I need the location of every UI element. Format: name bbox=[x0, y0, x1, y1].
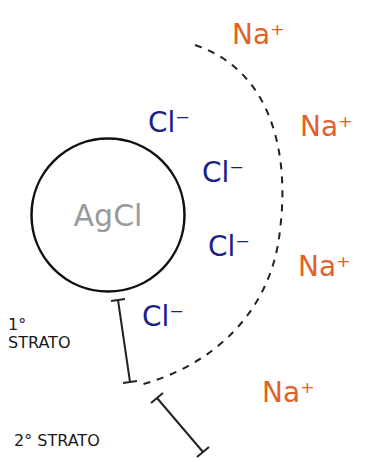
sodium-ion: Na⁺ bbox=[232, 20, 285, 51]
chloride-ion: Cl⁻ bbox=[148, 108, 190, 139]
sodium-ion: Na⁺ bbox=[298, 252, 351, 283]
particle-circle: AgCl bbox=[30, 137, 186, 293]
layer-label: 1° STRATO bbox=[8, 316, 84, 351]
layer-bracket bbox=[151, 393, 209, 457]
chloride-ion: Cl⁻ bbox=[142, 302, 184, 333]
layer-bracket bbox=[111, 299, 137, 383]
layer-label: 2° STRATO bbox=[14, 432, 100, 450]
particle-label: AgCl bbox=[74, 198, 143, 233]
sodium-ion: Na⁺ bbox=[300, 112, 353, 143]
chloride-ion: Cl⁻ bbox=[208, 232, 250, 263]
chloride-ion: Cl⁻ bbox=[202, 158, 244, 189]
sodium-ion: Na⁺ bbox=[262, 378, 315, 409]
